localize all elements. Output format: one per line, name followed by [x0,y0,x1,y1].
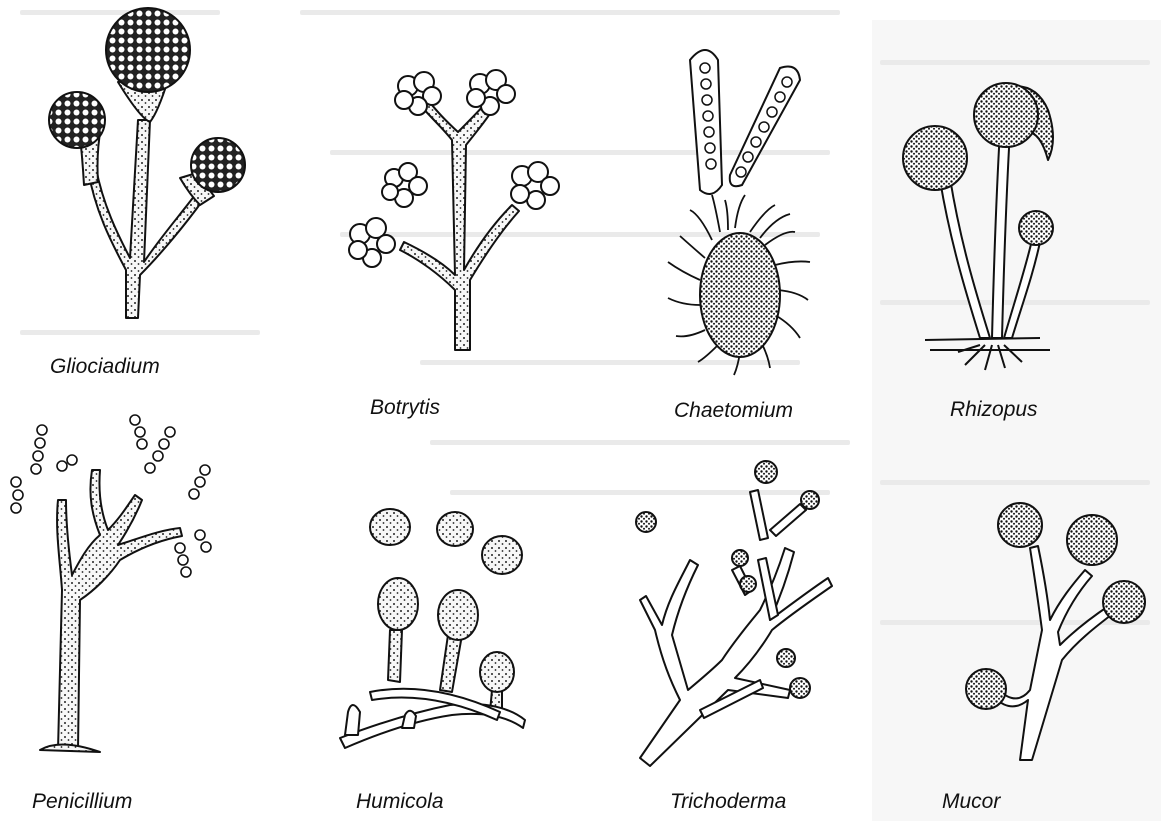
label-gliocladium: Gliociadium [50,355,160,379]
humicola-drawing [340,509,525,748]
label-penicillium: Penicillium [32,790,132,814]
trichoderma-drawing [636,461,832,766]
botrytis-drawing [349,70,559,350]
penicillium-drawing [11,415,211,752]
gliocladium-drawing [49,8,245,318]
label-botrytis: Botrytis [370,396,440,420]
label-humicola: Humicola [356,790,444,814]
label-chaetomium: Chaetomium [674,399,793,423]
label-trichoderma: Trichoderma [670,790,786,814]
label-mucor: Mucor [942,790,1000,814]
label-rhizopus: Rhizopus [950,398,1038,422]
chaetomium-drawing [668,50,810,375]
